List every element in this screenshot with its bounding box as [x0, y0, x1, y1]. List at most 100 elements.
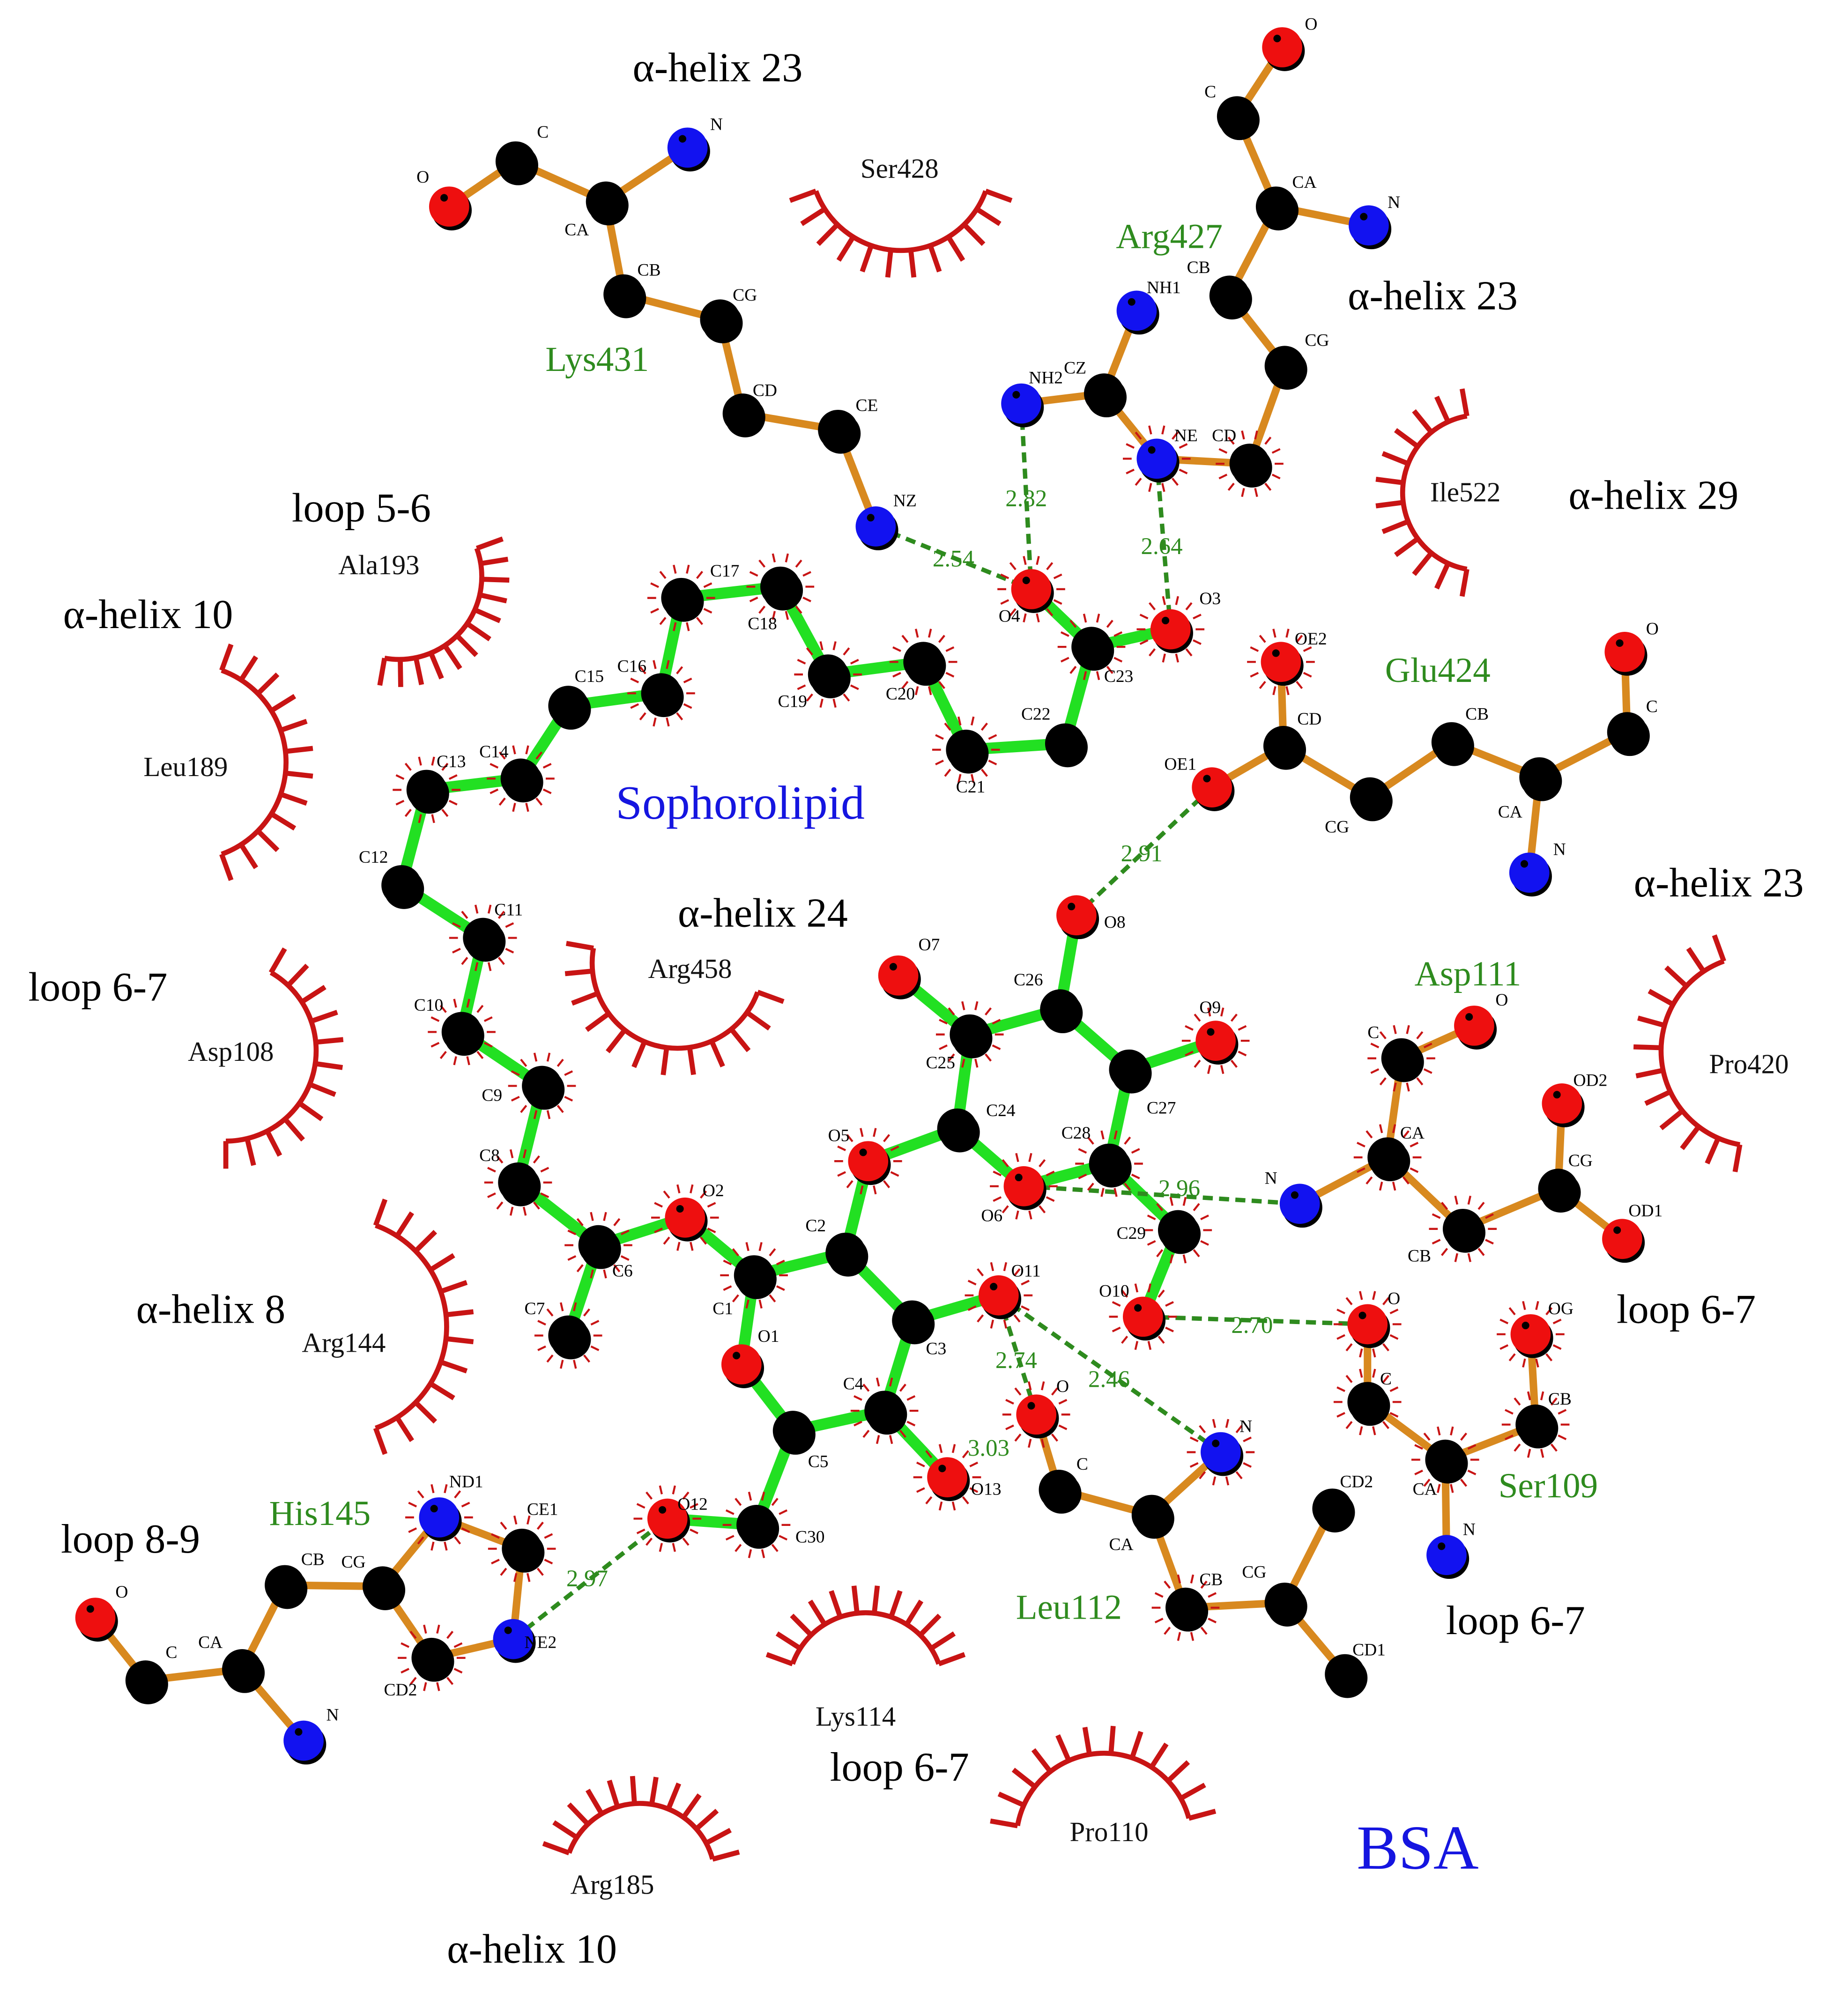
- atom-label: OD1: [1628, 1201, 1662, 1221]
- contact-spike: [1259, 681, 1266, 689]
- atom-sphere: [1510, 1314, 1551, 1354]
- atom-highlight: [672, 585, 680, 593]
- contact-spike: [1108, 1725, 1116, 1754]
- contact-spike: [735, 1498, 742, 1506]
- contact-spike: [1124, 1183, 1131, 1191]
- contact-spike: [1382, 1297, 1390, 1305]
- atom-label: O: [1388, 1289, 1400, 1309]
- contact-spike: [672, 1543, 676, 1552]
- atom-highlight: [819, 662, 827, 670]
- hydrogen-bond: [1024, 1184, 1300, 1206]
- contact-spike: [690, 1184, 694, 1193]
- contact-spike: [914, 686, 919, 696]
- atom-label: C24: [986, 1101, 1016, 1120]
- atom-highlight: [961, 1021, 969, 1029]
- contact-spike: [496, 1155, 504, 1164]
- contact-spike: [1264, 482, 1272, 491]
- oxygen-atom: [878, 955, 921, 999]
- contact-spike: [1220, 1065, 1225, 1074]
- contact-spike: [883, 1180, 891, 1189]
- atom-highlight: [784, 1418, 792, 1426]
- oxygen-atom: [75, 1598, 118, 1642]
- contact-spike: [1359, 1291, 1363, 1300]
- atom-label: C25: [926, 1053, 955, 1073]
- contact-spike: [533, 1201, 540, 1210]
- contact-spike: [819, 698, 824, 708]
- contact-spike: [1161, 425, 1165, 435]
- contact-spike: [1382, 1375, 1390, 1383]
- atom-highlight: [1358, 1311, 1366, 1319]
- carbon-atom: [1333, 1369, 1402, 1436]
- carbon-atom: [564, 1212, 632, 1279]
- atom-label: CB: [1199, 1570, 1223, 1589]
- atom-sphere: [1056, 895, 1097, 936]
- contact-spike: [789, 188, 817, 203]
- contact-spike: [1180, 1783, 1206, 1801]
- contact-spike: [1637, 1015, 1665, 1028]
- atom-highlight: [1553, 1091, 1561, 1099]
- contact-spike: [461, 957, 468, 965]
- contact-spike: [513, 1573, 518, 1582]
- carbon-atom: [1519, 757, 1562, 801]
- contact-spike: [401, 1642, 409, 1648]
- contact-spike: [474, 962, 479, 971]
- structure-label: α-helix 23: [1634, 860, 1804, 906]
- contact-spike: [585, 1011, 610, 1032]
- contact-spike: [256, 672, 280, 696]
- contact-spike: [1259, 635, 1266, 643]
- contact-spike: [1271, 474, 1281, 480]
- contact-spike: [1134, 1341, 1139, 1350]
- atom-sphere: [1347, 1304, 1388, 1345]
- contact-spike: [513, 1515, 518, 1525]
- contact-spike: [885, 250, 893, 278]
- atom-highlight: [1027, 1402, 1035, 1410]
- oxygen-atom: [1454, 1006, 1497, 1050]
- atom-label: C20: [886, 685, 915, 704]
- atom-sphere: [1431, 722, 1472, 762]
- contact-spike: [948, 1053, 955, 1062]
- atom-sphere: [667, 127, 708, 168]
- atom-sphere: [1084, 373, 1124, 414]
- carbon-atom: [488, 1515, 556, 1582]
- contact-spike: [270, 812, 297, 831]
- contact-spike: [509, 1206, 514, 1216]
- contact-spike: [1014, 1387, 1022, 1396]
- contact-spike: [1686, 947, 1706, 973]
- contact-spike: [1021, 1305, 1030, 1311]
- contact-spike: [1514, 1397, 1521, 1406]
- contact-spike: [445, 1309, 474, 1317]
- carbon-atom: [1353, 1124, 1422, 1191]
- atom-label: CB: [1408, 1246, 1431, 1266]
- atom-sphere: [1255, 186, 1296, 227]
- contact-spike: [749, 571, 758, 577]
- contact-spike: [687, 1047, 696, 1075]
- contact-spike: [1039, 1159, 1046, 1168]
- contact-spike: [1194, 1059, 1201, 1068]
- carbon-atom: [484, 1149, 552, 1216]
- nitrogen-atom: [405, 1484, 473, 1551]
- nitrogen-atom: [1426, 1535, 1469, 1579]
- oxygen-atom: [1602, 1219, 1645, 1263]
- contact-spike: [1432, 1239, 1441, 1245]
- contact-spike: [1112, 1301, 1121, 1307]
- contact-spike: [1149, 602, 1156, 611]
- contact-spike: [1002, 1205, 1009, 1214]
- contact-spike: [890, 1171, 899, 1177]
- atom-sphere: [1109, 1049, 1150, 1090]
- carbon-atom: [700, 299, 743, 344]
- contact-spike: [935, 760, 944, 766]
- contact-spike: [1041, 1438, 1045, 1448]
- contact-spike: [696, 570, 704, 579]
- atom-highlight: [1177, 1595, 1185, 1603]
- contact-spike: [916, 1487, 925, 1493]
- contact-spike: [1648, 989, 1675, 1007]
- contact-spike: [461, 910, 468, 919]
- atom-label: O5: [828, 1126, 850, 1145]
- contact-spike: [1375, 500, 1404, 509]
- contact-spike: [659, 1543, 663, 1552]
- atom-highlight: [948, 1116, 956, 1124]
- atom-sphere: [1264, 1583, 1305, 1623]
- hbond-distance: 2.97: [566, 1566, 608, 1592]
- contact-spike: [546, 1308, 554, 1317]
- contact-spike: [725, 1509, 735, 1515]
